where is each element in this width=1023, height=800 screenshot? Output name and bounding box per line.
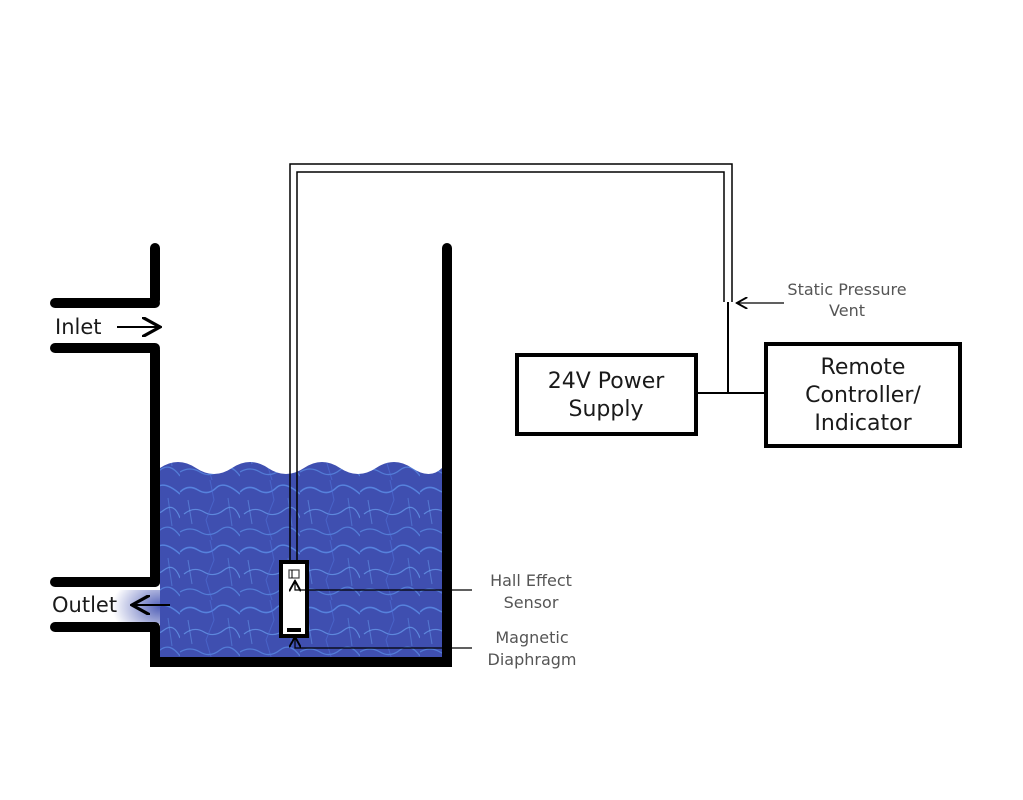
power-supply-label-line2: Supply bbox=[569, 397, 644, 422]
controller-label-line1: Remote bbox=[821, 355, 906, 380]
diaphragm-label-line1: Magnetic bbox=[495, 628, 568, 647]
tank-wall-bottom-right bbox=[150, 243, 452, 667]
diaphragm-label-line2: Diaphragm bbox=[488, 650, 577, 669]
outlet-flow bbox=[112, 590, 160, 624]
power-supply-label-line1: 24V Power bbox=[548, 369, 666, 394]
diaphragm-callout: Magnetic Diaphragm bbox=[295, 628, 577, 669]
controller-box: Remote Controller/ Indicator bbox=[764, 342, 962, 448]
hall-sensor-label-line2: Sensor bbox=[504, 593, 559, 612]
outlet-label: Outlet bbox=[52, 593, 117, 617]
tank bbox=[50, 243, 452, 667]
signal-wiring bbox=[696, 302, 766, 394]
controller-label-line3: Indicator bbox=[814, 411, 912, 436]
inlet-label: Inlet bbox=[55, 315, 102, 339]
sensor-cable bbox=[289, 163, 733, 562]
controller-label-line2: Controller/ bbox=[805, 383, 921, 408]
vent-label-line1: Static Pressure bbox=[787, 280, 906, 299]
hall-sensor-callout: Hall Effect Sensor bbox=[295, 571, 572, 612]
vent-callout: Static Pressure Vent bbox=[738, 280, 907, 320]
vent-label-line2: Vent bbox=[829, 301, 865, 320]
power-supply-box: 24V Power Supply bbox=[515, 353, 698, 436]
water bbox=[112, 462, 442, 658]
hall-sensor-element bbox=[288, 569, 300, 579]
sensor-probe bbox=[279, 560, 309, 638]
hall-sensor-label-line1: Hall Effect bbox=[490, 571, 572, 590]
